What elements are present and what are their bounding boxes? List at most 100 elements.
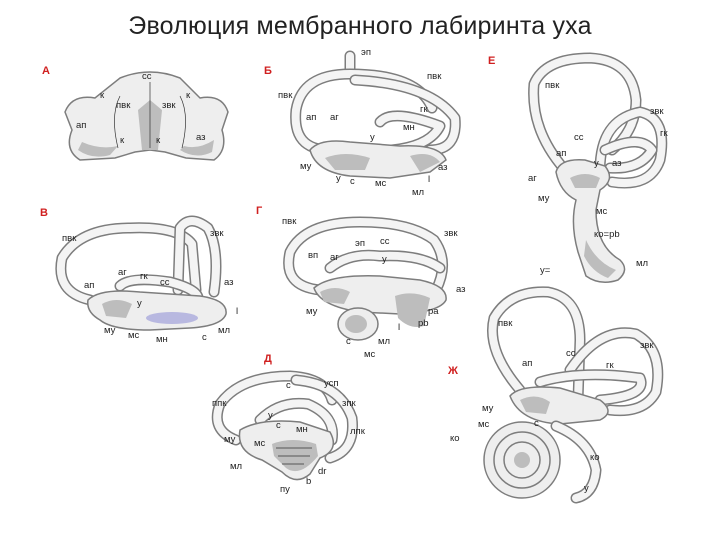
panel-g: Г пвк звк эп сс вп аг у аз му ра l рb с …	[256, 205, 466, 360]
label-v-ag: аг	[118, 267, 127, 278]
panel-g-drawing	[283, 216, 448, 341]
label-zh-ko1: ко	[450, 433, 460, 444]
label-a-k4: к	[156, 135, 161, 146]
label-a-az: аз	[196, 132, 206, 143]
label-b-gk: гк	[420, 104, 428, 115]
label-a-k1: к	[100, 90, 105, 101]
label-e-pvk: пвк	[545, 80, 560, 91]
label-d-mu: му	[224, 434, 236, 445]
label-e-ap: ап	[556, 148, 566, 159]
label-b-ag: аг	[330, 112, 339, 123]
label-g-ra: ра	[428, 306, 439, 317]
label-v-ml: мл	[218, 325, 230, 336]
label-b-az: аз	[438, 162, 448, 173]
label-zh-pvk: пвк	[498, 318, 513, 329]
label-a-k3: к	[120, 135, 125, 146]
label-v-ms: мс	[128, 330, 140, 341]
label-v-zvk: звк	[210, 228, 224, 239]
panel-b-letter: Б	[264, 65, 272, 77]
label-g-pvk: пвк	[282, 216, 297, 227]
panel-v-letter: В	[40, 207, 48, 219]
label-e-ss: сс	[574, 132, 584, 143]
label-v-ap: ап	[84, 280, 94, 291]
label-e-gk: гк	[660, 128, 668, 139]
label-g-rb: рb	[418, 318, 429, 329]
label-zh-ms: мс	[478, 419, 490, 430]
label-g-ss: сс	[380, 236, 390, 247]
label-v-mn: мн	[156, 334, 168, 345]
panel-zh-letter: Ж	[447, 365, 458, 377]
label-e-zvk: звк	[650, 106, 664, 117]
label-zh-gk: гк	[606, 360, 614, 371]
label-b-s: с	[350, 176, 355, 187]
label-g-ag: аг	[330, 252, 339, 263]
label-d-s1: с	[286, 380, 291, 391]
panel-a-letter: А	[42, 65, 50, 77]
label-b-ap: ап	[306, 112, 316, 123]
label-g-zvk: звк	[444, 228, 458, 239]
label-v-pvk: пвк	[62, 233, 77, 244]
label-a-k2: к	[186, 90, 191, 101]
label-g-vp: вп	[308, 250, 318, 261]
label-e-ml: мл	[636, 258, 648, 269]
label-d-u: у	[268, 410, 273, 421]
panel-v: В пвк звк аг гк ап сс аз у l мл му мс мн…	[40, 207, 238, 345]
label-d-zpk: зпк	[342, 398, 357, 409]
label-d-pu: пу	[280, 484, 290, 495]
label-e-ag: аг	[528, 173, 537, 184]
label-a-zvk: звк	[162, 100, 176, 111]
label-d-s2: с	[276, 420, 281, 431]
panel-e-drawing	[528, 52, 668, 283]
panel-e-letter: Е	[488, 55, 495, 67]
label-d-b: b	[306, 476, 311, 487]
panel-d-drawing	[211, 370, 359, 481]
label-e-ko-rb: ко=рb	[594, 229, 620, 240]
label-b-u1: у	[370, 132, 375, 143]
panel-d: Д с усп ппк зпк у с мн лпк му мс мл dr b…	[211, 353, 366, 495]
label-b-u2: у	[336, 173, 341, 184]
label-b-mn: мн	[403, 122, 415, 133]
panel-g-letter: Г	[256, 205, 263, 217]
label-v-u: у	[137, 298, 142, 309]
label-zh-ss: сс	[566, 348, 576, 359]
panel-zh-drawing	[483, 286, 664, 504]
label-a-pvk: пвк	[116, 100, 131, 111]
panel-e: Е пвк звк гк сс ап у аз аг му мс ко=рb м…	[488, 52, 668, 283]
label-a-ap: ап	[76, 120, 86, 131]
panel-b-drawing	[290, 50, 461, 179]
label-d-ms: мс	[254, 438, 266, 449]
label-e-mu: му	[538, 193, 550, 204]
label-v-az: аз	[224, 277, 234, 288]
label-zh-ko2: ко	[590, 452, 600, 463]
label-b-pvk1: пвк	[427, 71, 442, 82]
label-e-u2: у=	[540, 265, 551, 276]
label-d-usp: усп	[324, 378, 339, 389]
panel-d-letter: Д	[264, 353, 272, 365]
label-a-ss: сс	[142, 71, 152, 82]
panel-v-drawing	[55, 215, 227, 331]
label-g-ms: мс	[364, 349, 376, 360]
label-b-ml: мл	[412, 187, 424, 198]
label-g-s: с	[346, 336, 351, 347]
label-d-ml: мл	[230, 461, 242, 472]
label-b-l: l	[428, 174, 430, 185]
label-g-mu: му	[306, 306, 318, 317]
label-v-ss: сс	[160, 277, 170, 288]
label-b-ms: мс	[375, 178, 387, 189]
label-zh-mu: му	[482, 403, 494, 414]
label-d-mn: мн	[296, 424, 308, 435]
label-v-l: l	[236, 306, 238, 317]
label-e-u1: у	[594, 158, 599, 169]
label-g-az: аз	[456, 284, 466, 295]
label-g-ep: эп	[355, 238, 365, 249]
page-title: Эволюция мембранного лабиринта уха	[128, 12, 592, 40]
label-g-ml: мл	[378, 336, 390, 347]
label-g-u: у	[382, 254, 387, 265]
label-e-ms: мс	[596, 206, 608, 217]
label-e-az: аз	[612, 158, 622, 169]
label-zh-s: с	[534, 418, 539, 429]
label-zh-u: у	[584, 483, 589, 494]
label-b-mu: му	[300, 161, 312, 172]
panel-b: Б эп пвк пвк гк ап аг мн у аз му у с мс …	[264, 47, 461, 198]
